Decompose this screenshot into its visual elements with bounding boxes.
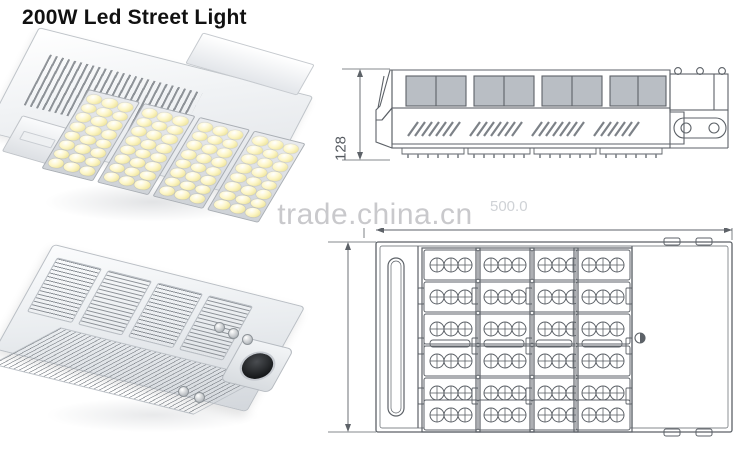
page-title: 200W Led Street Light bbox=[22, 6, 247, 29]
led-diode bbox=[187, 192, 208, 205]
led-diode bbox=[242, 206, 263, 219]
socket-bore bbox=[233, 348, 282, 385]
dimension-label-height: 128 bbox=[332, 135, 350, 162]
led-diode bbox=[77, 165, 97, 178]
product-photo-front-3d bbox=[0, 27, 315, 223]
side-elevation-svg bbox=[342, 67, 729, 161]
led-diode bbox=[212, 199, 232, 211]
housing-label-chip bbox=[19, 130, 56, 149]
bolt bbox=[228, 328, 239, 339]
led-diode bbox=[132, 179, 152, 191]
dimension-label-length: 500.0 bbox=[490, 198, 528, 215]
product-photo-back-3d bbox=[0, 243, 308, 448]
plan-view-drawing: 304 bbox=[318, 228, 742, 458]
side-elevation-drawing: 128 bbox=[318, 48, 742, 198]
bolt bbox=[194, 392, 205, 403]
photo-stage bbox=[0, 27, 315, 223]
plan-view-svg bbox=[328, 228, 733, 437]
led-diode bbox=[61, 161, 82, 174]
bolt bbox=[178, 386, 189, 397]
bolt bbox=[242, 334, 253, 345]
bolt bbox=[214, 322, 225, 333]
